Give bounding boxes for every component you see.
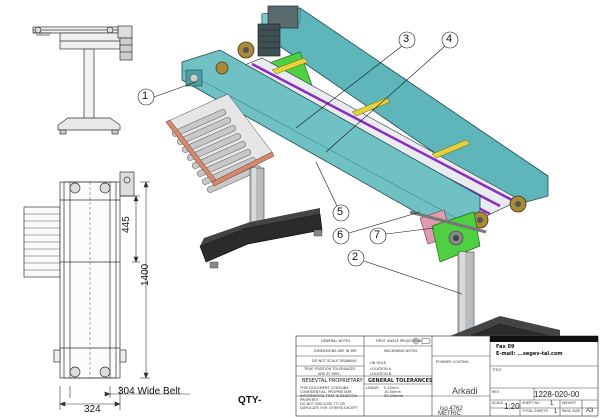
balloon-3: 3 xyxy=(403,33,410,45)
tb-tol-2: 10-50mm xyxy=(384,390,401,394)
dimension-lines xyxy=(59,181,190,410)
tb-on-hole: ON HOLE xyxy=(370,361,387,365)
tb-iso: iso 4762 xyxy=(440,406,463,412)
tb-linear: LINEAR xyxy=(366,386,379,390)
balloon-5: 5 xyxy=(337,206,344,218)
isometric-conveyor xyxy=(165,5,561,389)
dim-belt-width: 304 Wide Belt xyxy=(118,386,181,397)
dim-1400: 1400 xyxy=(140,263,151,286)
tb-page-size: A3 xyxy=(586,408,594,414)
tb-total-sheets-label: TOTAL SHEETS xyxy=(522,409,548,413)
tb-fax: Fax 09 xyxy=(496,344,515,350)
tb-tol-1: 0-10mm xyxy=(384,386,399,390)
tb-true-position: TRUE POSITION TOLERANCES xyxy=(304,367,356,371)
tb-metric: METRIC xyxy=(438,411,461,417)
balloon-callouts xyxy=(137,31,463,295)
balloon-6: 6 xyxy=(337,229,344,241)
tb-tol-3: 50-200mm xyxy=(384,394,404,398)
tb-total-sheets: 1 xyxy=(554,409,558,415)
tb-machining-notes: MACHINING NOTES xyxy=(384,349,418,353)
tb-do-not-scale: DO NOT SCALE DRAWING xyxy=(312,359,357,363)
tb-email: E-mail: ...segev-tal.com xyxy=(496,351,563,357)
tb-general-notes: GENERAL NOTES xyxy=(321,339,351,343)
balloon-4: 4 xyxy=(446,33,453,45)
tb-location-a: LOCATION A xyxy=(370,367,392,371)
tb-weight-label: WEIGHT xyxy=(562,401,577,405)
tb-do-not-disclose: DO NOT DISCLOSE TO OR DUPLICATE FOR OTHE… xyxy=(300,402,358,410)
dim-445: 445 xyxy=(121,216,132,233)
tb-general-tolerances: GENERAL TOLERANCES xyxy=(368,378,433,384)
tb-scale-label: SCALE xyxy=(492,401,504,405)
tb-page-size-label: PAGE SIZE xyxy=(562,409,581,413)
title-block xyxy=(295,335,599,417)
tb-first-angle: FIRST ANGLE PROJECTION xyxy=(376,339,422,343)
balloon-7: 7 xyxy=(374,229,381,241)
tb-drawing-number: 1228-020-00 xyxy=(534,390,580,399)
tb-sheet-no-label: SHEET NO xyxy=(522,401,540,405)
tb-prop-text: THIS DOCUMENT CONTAINS CONFIDENTIAL, PRO… xyxy=(300,386,358,402)
tb-dims-mm: DIMENSIONS ARE IN MM xyxy=(314,349,357,353)
balloon-1: 1 xyxy=(142,90,149,102)
tb-at-mmc: ARE AT MMC xyxy=(318,372,341,376)
tb-proprietary: BESEVTAL PROPRIETARY xyxy=(302,378,363,384)
top-view xyxy=(23,171,135,379)
tb-sheet-no: 1 xyxy=(550,401,554,407)
tb-location-b: LOCATION B xyxy=(370,372,392,376)
balloon-2: 2 xyxy=(352,251,359,263)
tb-rev-label: REV xyxy=(492,390,500,394)
dim-324: 324 xyxy=(84,404,101,415)
tb-powder-coating: POWDER COATING xyxy=(436,360,469,364)
tb-title-label: TITLE xyxy=(492,368,502,372)
tb-scale: 1:20 xyxy=(504,402,520,411)
qty-label: QTY- xyxy=(238,395,262,406)
tb-drawn-by: Arkadi xyxy=(452,386,478,396)
side-view xyxy=(32,25,133,135)
